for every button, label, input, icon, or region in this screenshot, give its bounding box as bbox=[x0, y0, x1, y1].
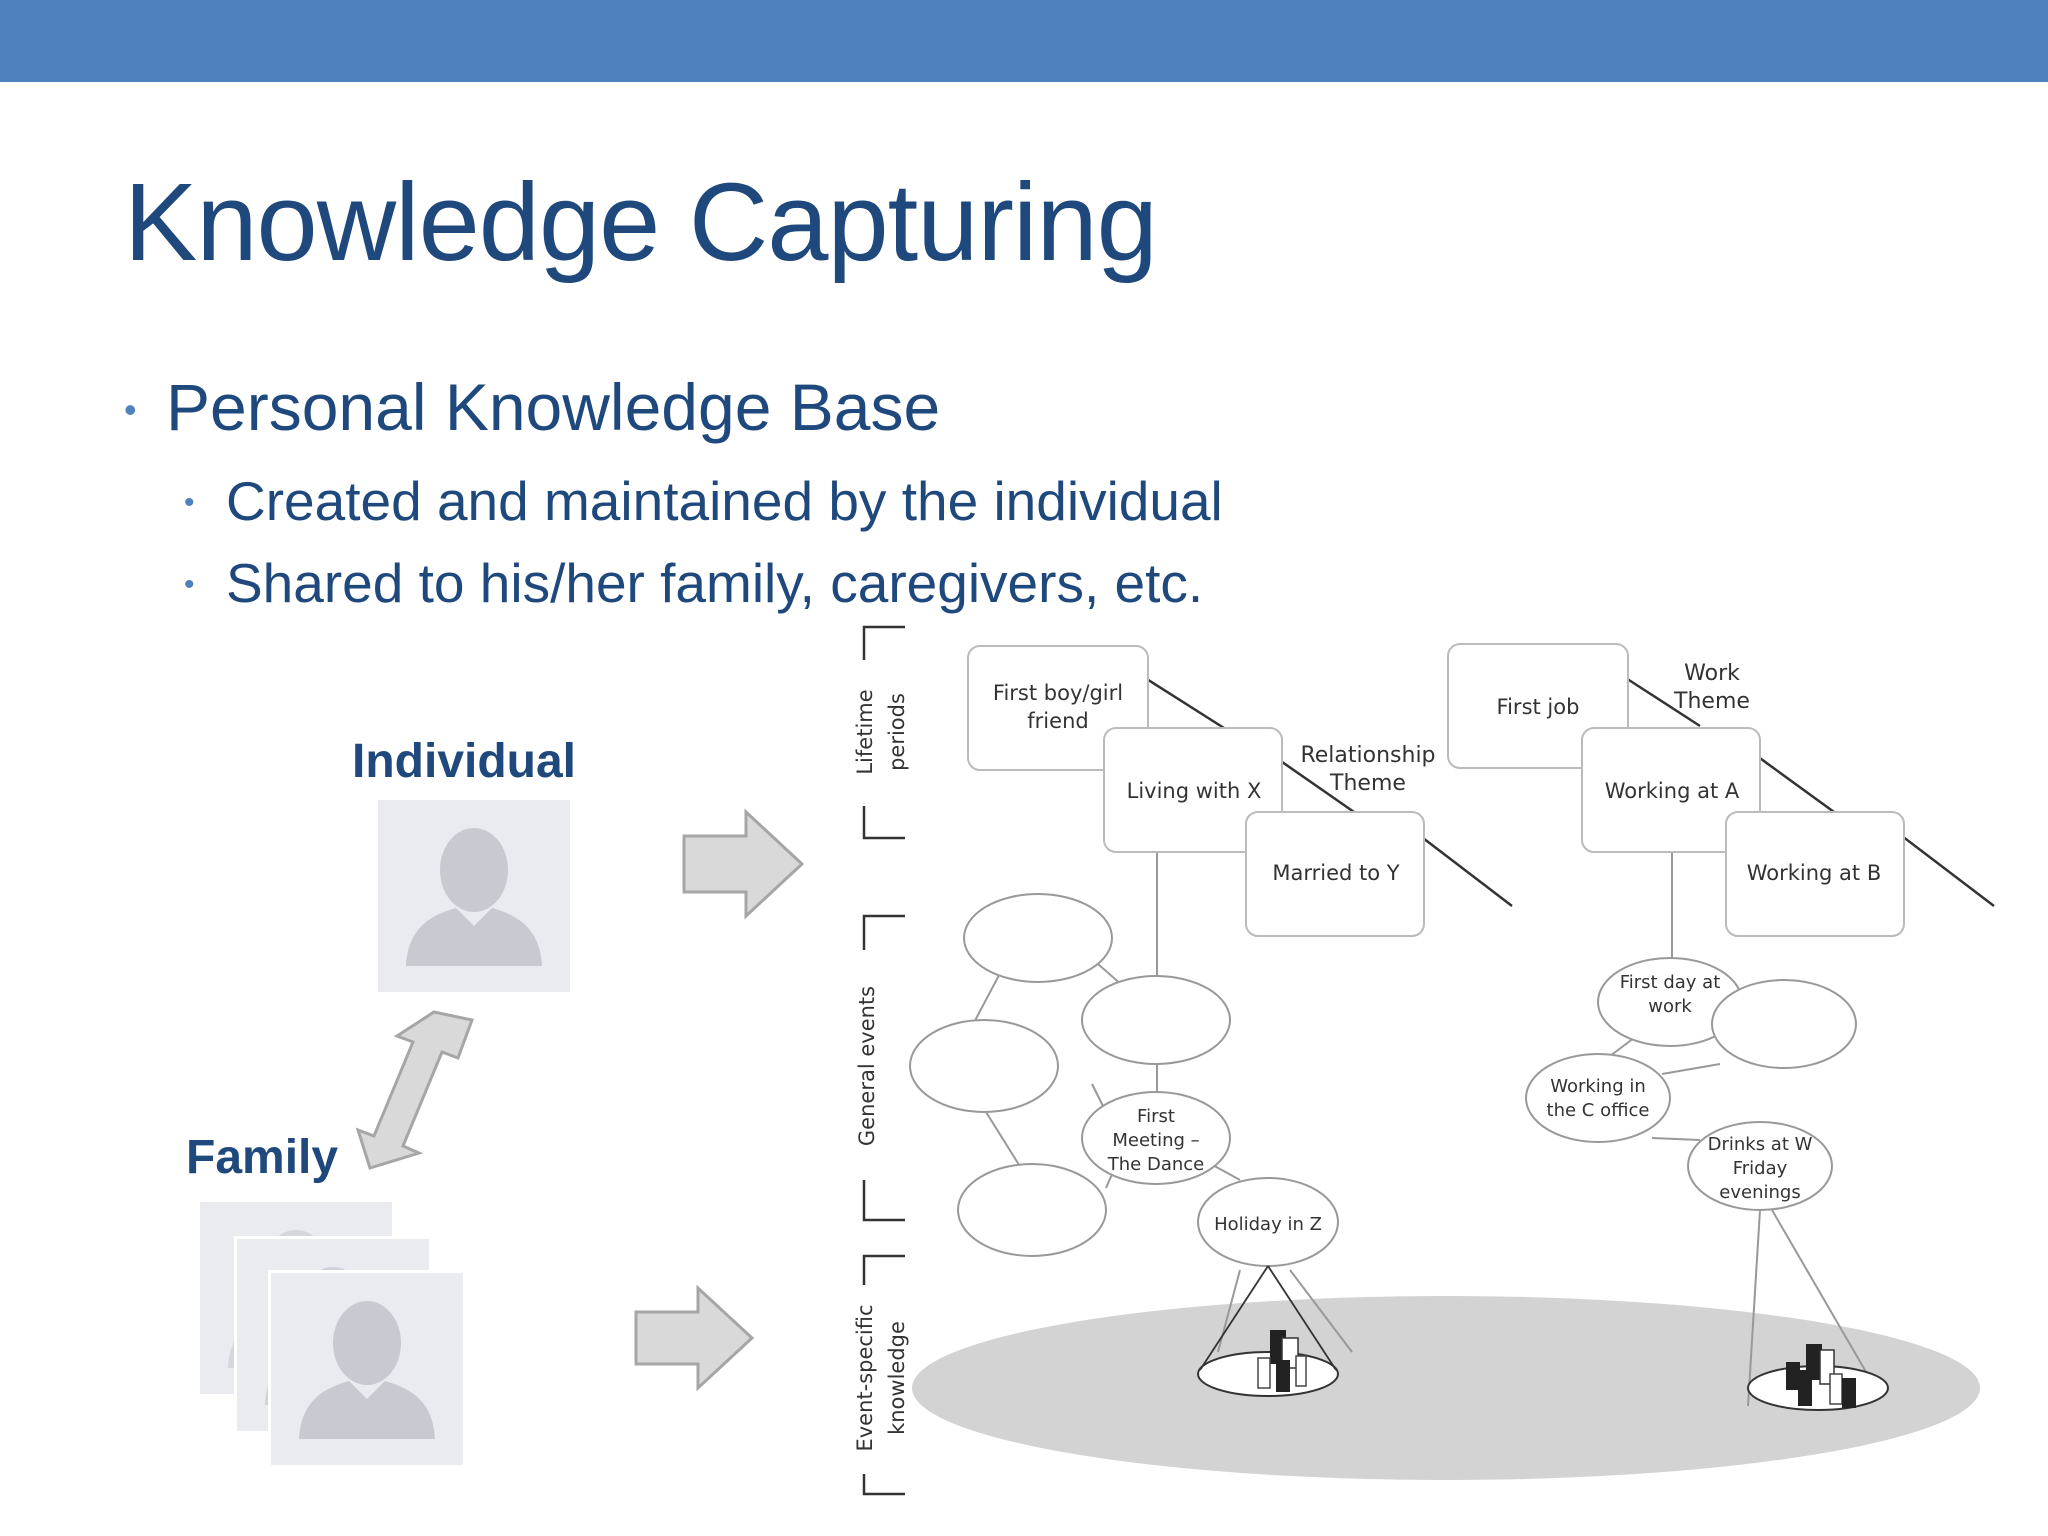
work-theme-line2: Theme bbox=[1673, 689, 1750, 714]
relationship-theme-line1: Relationship bbox=[1300, 743, 1435, 768]
individual-avatar bbox=[378, 800, 570, 992]
period-married-to-y: Married to Y bbox=[1272, 861, 1399, 885]
period-living-with-x: Living with X bbox=[1127, 779, 1262, 803]
bullet-text: Personal Knowledge Base bbox=[166, 370, 941, 444]
event-specific-knowledge-area bbox=[912, 1296, 1980, 1480]
work-theme-line1: Work bbox=[1684, 661, 1740, 686]
bullet-dot: • bbox=[184, 486, 195, 519]
bullet-text: Created and maintained by the individual bbox=[226, 470, 1223, 532]
event-first-day-line2: work bbox=[1648, 996, 1692, 1017]
lifetime-period-boxes bbox=[967, 643, 1905, 937]
family-label: Family bbox=[186, 1131, 339, 1184]
level-label-event-specific: Event-specific bbox=[853, 1304, 877, 1451]
event-drinks-line1: Drinks at W bbox=[1708, 1134, 1813, 1155]
level-label-knowledge: knowledge bbox=[885, 1321, 909, 1435]
event-working-in-c-line2: the C office bbox=[1547, 1100, 1650, 1121]
event-first-day-line1: First day at bbox=[1620, 972, 1721, 993]
event-first-meeting-line2: Meeting – bbox=[1112, 1130, 1199, 1151]
bullet-personal-knowledge-base: • Personal Knowledge Base bbox=[124, 374, 940, 440]
general-event-ellipses bbox=[909, 893, 1857, 1267]
relationship-theme-line2: Theme bbox=[1329, 771, 1406, 796]
slide-title: Knowledge Capturing bbox=[124, 161, 1158, 284]
sub-bullet-shared: • Shared to his/her family, caregivers, … bbox=[184, 556, 1203, 611]
building-icon bbox=[1257, 1330, 1307, 1392]
double-headed-arrow-icon bbox=[355, 1010, 475, 1170]
period-working-at-b: Working at B bbox=[1747, 861, 1882, 885]
right-arrow-icon bbox=[682, 808, 805, 920]
event-first-meeting-line1: First bbox=[1137, 1106, 1175, 1127]
event-working-in-c-line1: Working in bbox=[1550, 1076, 1646, 1097]
header-bar bbox=[0, 0, 2048, 82]
individual-label: Individual bbox=[352, 735, 577, 788]
level-label-general-events: General events bbox=[855, 986, 879, 1146]
person-silhouette-icon bbox=[406, 828, 542, 966]
period-first-boyfriend-line1: First boy/girl bbox=[993, 681, 1123, 705]
event-holiday-in-z: Holiday in Z bbox=[1214, 1214, 1322, 1235]
building-icon bbox=[1786, 1344, 1856, 1408]
event-first-meeting-line3: The Dance bbox=[1107, 1154, 1204, 1175]
sub-bullet-created: • Created and maintained by the individu… bbox=[184, 474, 1223, 529]
level-label-periods: periods bbox=[885, 693, 909, 771]
period-first-job: First job bbox=[1497, 695, 1580, 719]
bullet-dot: • bbox=[124, 389, 137, 430]
event-drinks-line3: evenings bbox=[1719, 1182, 1800, 1203]
period-working-at-a: Working at A bbox=[1605, 779, 1740, 803]
family-avatar-front bbox=[268, 1270, 463, 1465]
bullet-dot: • bbox=[184, 568, 195, 601]
event-drinks-line2: Friday bbox=[1733, 1158, 1788, 1179]
bullet-text: Shared to his/her family, caregivers, et… bbox=[226, 552, 1204, 614]
level-brackets bbox=[862, 625, 905, 1496]
person-silhouette-icon bbox=[299, 1301, 435, 1439]
right-arrow-icon bbox=[634, 1284, 755, 1392]
level-label-lifetime: Lifetime bbox=[853, 689, 877, 774]
period-first-boyfriend-line2: friend bbox=[1027, 709, 1088, 733]
